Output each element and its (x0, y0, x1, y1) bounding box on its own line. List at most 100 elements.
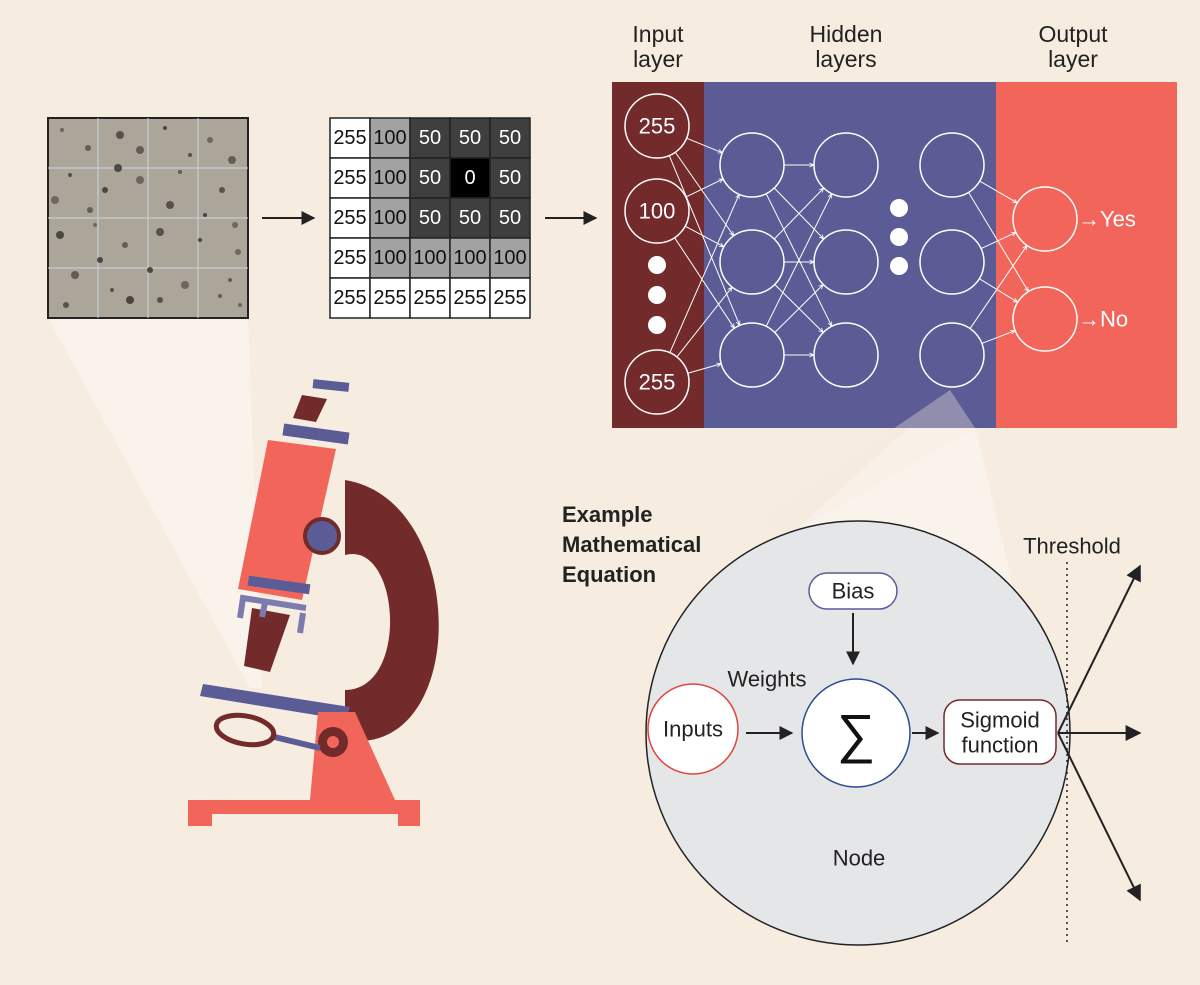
input-node-3 (624, 349, 690, 415)
sample-cell-dot (219, 187, 225, 193)
sigmoid-label-line2: function (961, 733, 1038, 758)
sample-cell-dot (60, 128, 64, 132)
bias-label: Bias (832, 579, 875, 604)
connection-line (686, 137, 723, 153)
connection-line (968, 192, 1029, 291)
pixel-value: 255 (333, 247, 366, 269)
node-label: Node (833, 846, 886, 871)
inputs-circle (647, 683, 739, 775)
view-beam (48, 318, 262, 688)
output-label-no: →No (1078, 307, 1128, 332)
input-layer-title-line2: layer (633, 46, 683, 72)
pixel-value: 255 (413, 287, 446, 309)
bias-box (808, 572, 898, 610)
sample-cell-dot (87, 207, 93, 213)
connection-line (980, 231, 1016, 250)
connection-line (969, 245, 1027, 329)
sample-cell-dot (114, 164, 122, 172)
output-arrow-down (1057, 732, 1141, 902)
sigmoid-box (943, 699, 1057, 765)
sample-cell-dot (136, 176, 144, 184)
sample-cell-dot (166, 201, 174, 209)
sample-cell-dot (181, 281, 189, 289)
pixel-value: 255 (333, 127, 366, 149)
pixel-cell (489, 197, 531, 239)
hidden-node-3-3 (919, 322, 985, 388)
pixel-cell (449, 157, 491, 199)
connection-line (981, 331, 1015, 344)
input-ellipsis-dots (648, 256, 666, 334)
connection-line (674, 151, 733, 236)
summation-circle (801, 678, 911, 788)
pixel-cell (489, 277, 531, 319)
pixel-cell (329, 277, 371, 319)
pixel-value: 0 (464, 167, 475, 189)
eyepiece-cap (312, 379, 350, 392)
objective-lens (244, 608, 290, 672)
hidden-node-2-1 (813, 132, 879, 198)
output-layer-title-line2: layer (1048, 46, 1098, 72)
equation-title-line2: Mathematical (562, 532, 701, 557)
tube-collar (282, 423, 350, 445)
sample-cell-dot (116, 131, 124, 139)
hidden-layers-title-line1: Hidden (810, 21, 883, 47)
pixel-value: 50 (499, 207, 521, 229)
connection-line (765, 194, 833, 327)
input-layer-title-line1: Input (632, 21, 684, 47)
connection-line (674, 237, 735, 329)
pixel-value: 100 (493, 247, 526, 269)
microscope-illustration (188, 379, 439, 826)
sample-cell-dot (56, 231, 64, 239)
connection-line (774, 285, 824, 333)
neural-network: Input layer Hidden layers Output layer 2… (612, 21, 1177, 535)
sample-cell-dot (188, 153, 192, 157)
hidden-node-2-2 (813, 229, 879, 295)
sample-cell-dot (71, 271, 79, 279)
sample-cell-dot (228, 156, 236, 164)
inputs-label: Inputs (663, 717, 723, 742)
hidden-layers-panel (704, 82, 996, 428)
pixel-cell (409, 237, 451, 279)
sum-symbol: ∑ (837, 704, 876, 764)
pixel-value: 100 (373, 207, 406, 229)
pixel-value: 255 (453, 287, 486, 309)
hidden-layers-title-line2: layers (815, 46, 876, 72)
sample-cell-dot (232, 222, 238, 228)
sample-cell-dot (85, 145, 91, 151)
sigmoid-label-line1: Sigmoid (960, 708, 1039, 733)
stage-clips (237, 594, 307, 634)
microscope-stage (200, 684, 350, 720)
pixel-cell (369, 237, 411, 279)
pixel-value: 100 (373, 167, 406, 189)
pixel-cell (409, 197, 451, 239)
pixel-value: 255 (333, 287, 366, 309)
example-equation: Example Mathematical Equation Bias Weigh… (562, 502, 1142, 946)
sample-cell-dot (63, 302, 69, 308)
pixel-value: 100 (373, 247, 406, 269)
connection-line (773, 188, 823, 240)
hidden-node-1-3 (719, 322, 785, 388)
pixel-cell (449, 197, 491, 239)
input-node-2-value: 100 (639, 199, 676, 224)
sample-cell-dot (207, 137, 213, 143)
threshold-label: Threshold (1023, 534, 1121, 559)
output-layer-title-line1: Output (1038, 21, 1108, 47)
pixel-value: 255 (493, 287, 526, 309)
sample-cell-dot (218, 294, 222, 298)
microscope-tube (238, 440, 336, 600)
pixel-cell (369, 277, 411, 319)
hidden-ellipsis-dots (890, 199, 908, 275)
output-layer-panel (996, 82, 1177, 428)
nosepiece (247, 575, 311, 595)
sample-cell-dot (102, 187, 108, 193)
pixel-value: 255 (333, 207, 366, 229)
sample-cell-dot (178, 170, 182, 174)
equation-title-line3: Equation (562, 562, 656, 587)
connection-line (685, 178, 723, 198)
pixel-value: 50 (419, 207, 441, 229)
microscope-arm (345, 480, 439, 742)
output-label-yes: →Yes (1078, 207, 1136, 232)
pixel-value: 255 (373, 287, 406, 309)
sample-cell-dot (122, 242, 128, 248)
